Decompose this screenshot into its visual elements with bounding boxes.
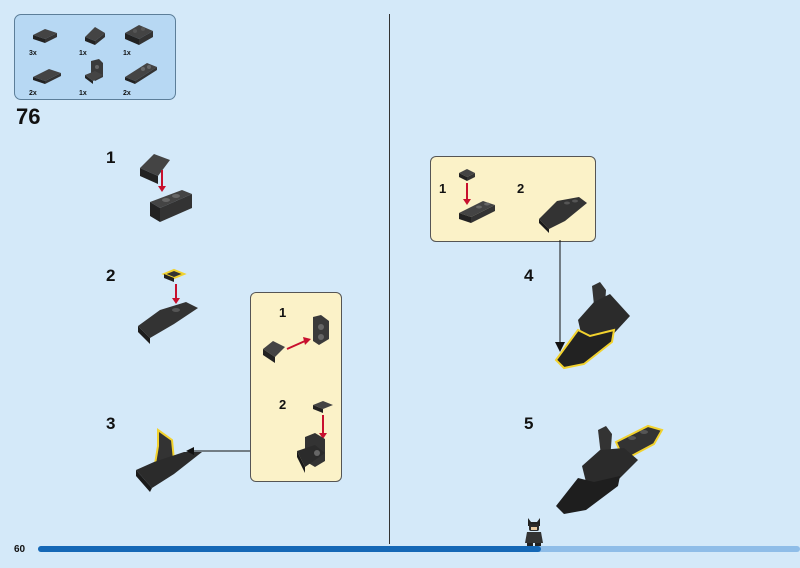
wedge-plate-icon [33,69,61,84]
substep-1-illustration [140,154,192,222]
callout-step-number: 2 [279,397,287,412]
substep-5-illustration [556,424,664,514]
step-number: 76 [16,104,41,129]
callout-box: 1 2 [250,292,342,482]
parts-list-box: 3x 1x 1x 2x 1x 2x [14,14,176,100]
substep-2-illustration [138,268,198,344]
substep-number: 4 [524,266,534,285]
substep-number: 3 [106,414,116,433]
callout-step-number: 1 [439,181,447,196]
page-number: 60 [14,544,26,555]
part-item: 1x [79,19,119,57]
column-divider [389,14,390,544]
part-item: 2x [29,59,69,97]
progress-bar [38,546,800,552]
part-qty: 1x [79,90,87,97]
slope-plate-icon [33,29,57,43]
part-item: 1x [79,59,119,97]
bracket-icon [85,59,103,84]
callout-b-2-illustration [539,197,587,233]
part-qty: 2x [123,90,131,97]
slope-wide-icon [125,25,153,45]
slope-brick-icon [85,27,105,45]
part-item: 2x [123,59,163,97]
part-qty: 2x [29,90,37,97]
wedge-long-icon [125,63,157,84]
substep-number: 5 [524,414,534,433]
callout-step-number: 1 [279,305,287,320]
part-qty: 3x [29,50,37,57]
part-item: 1x [123,19,163,57]
part-qty: 1x [79,50,87,57]
part-item: 3x [29,19,69,57]
minifigure-icon [525,518,543,549]
callout-a-2-illustration [297,401,333,473]
callout-arrow [186,447,252,455]
substep-3-illustration [136,428,202,492]
callout-arrow [555,240,565,352]
callout-a-1-illustration [263,315,329,363]
substep-number: 2 [106,266,116,285]
callout-b-1-illustration [459,169,495,223]
substep-4-illustration [554,282,630,370]
callout-step-number: 2 [517,181,525,196]
callout-box: 1 2 [430,156,596,242]
part-qty: 1x [123,50,131,57]
substep-number: 1 [106,148,116,167]
progress-bar-fill [38,546,541,552]
